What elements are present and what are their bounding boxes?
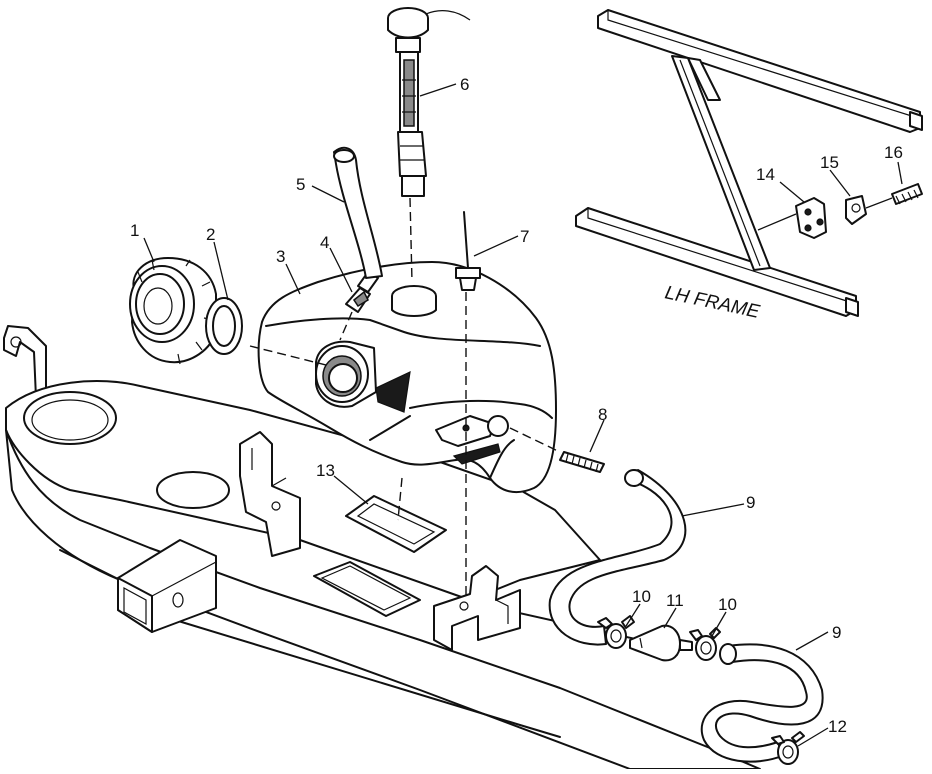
lh-frame-label: LH FRAME bbox=[663, 282, 762, 323]
callout-10a: 10 bbox=[632, 587, 651, 606]
callout-10b: 10 bbox=[718, 595, 737, 614]
callout-1: 1 bbox=[130, 221, 139, 240]
fuel-line-lower bbox=[700, 643, 824, 763]
vent-fitting bbox=[345, 271, 379, 313]
bolt-8 bbox=[559, 451, 605, 473]
callout-3: 3 bbox=[276, 247, 285, 266]
gasket bbox=[205, 297, 243, 355]
fuel-line-upper bbox=[548, 469, 687, 646]
callout-16: 16 bbox=[884, 143, 903, 162]
fuel-cap bbox=[129, 257, 217, 365]
vent-hose bbox=[333, 146, 383, 279]
tank-pad bbox=[345, 495, 447, 553]
callout-2: 2 bbox=[206, 225, 215, 244]
callout-13: 13 bbox=[316, 461, 335, 480]
callout-9b: 9 bbox=[832, 623, 841, 642]
hose-clamp-right bbox=[689, 627, 721, 661]
fuel-tank bbox=[257, 261, 557, 494]
fuel-filter bbox=[629, 624, 693, 662]
tank-clip bbox=[455, 211, 481, 291]
callout-12: 12 bbox=[828, 717, 847, 736]
fuel-gauge bbox=[387, 7, 471, 197]
callout-8: 8 bbox=[598, 405, 607, 424]
leader-lines bbox=[143, 83, 903, 747]
callout-4: 4 bbox=[320, 233, 329, 252]
callout-14: 14 bbox=[756, 165, 775, 184]
callout-7: 7 bbox=[520, 227, 529, 246]
callout-11: 11 bbox=[666, 591, 684, 610]
callout-15: 15 bbox=[820, 153, 839, 172]
frame-crossmember bbox=[3, 325, 761, 770]
hose-clamp-left bbox=[597, 615, 635, 649]
callout-9a: 9 bbox=[746, 493, 755, 512]
callout-5: 5 bbox=[296, 175, 305, 194]
assembly-lines bbox=[249, 197, 561, 596]
lh-frame bbox=[575, 9, 923, 317]
hose-clamp-12 bbox=[771, 731, 805, 765]
callout-6: 6 bbox=[460, 75, 469, 94]
